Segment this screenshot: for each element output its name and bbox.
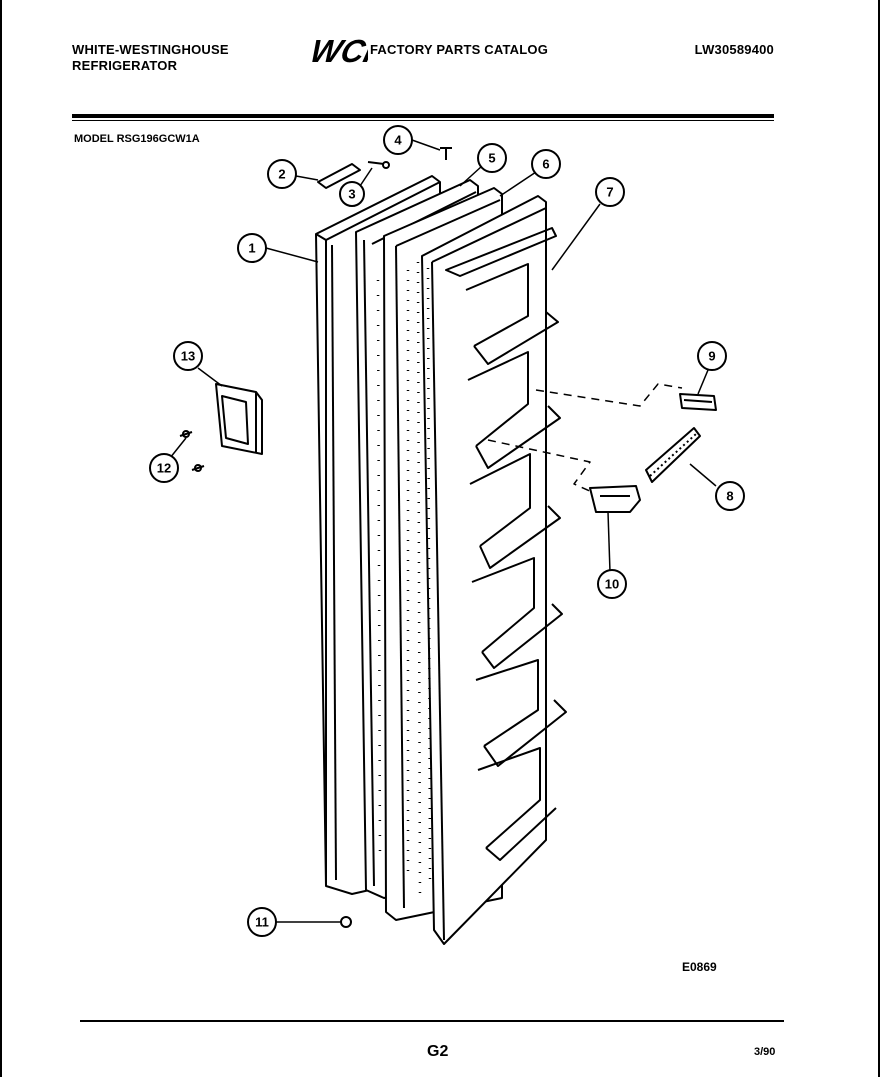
callout-7: 7 [595,177,625,207]
callout-3: 3 [339,181,365,207]
diagram-code: E0869 [682,960,717,974]
svg-text:8: 8 [726,489,733,504]
brand-block: WHITE-WESTINGHOUSE REFRIGERATOR [72,42,229,74]
assembly-lines [487,383,683,493]
callout-8: 8 [715,481,745,511]
callout-4: 4 [383,125,413,155]
page-number: G2 [427,1043,449,1060]
door-liner [421,195,567,945]
header-rule-thin [72,120,774,121]
svg-text:5: 5 [488,151,495,166]
top-trim [317,163,361,189]
svg-text:6: 6 [542,157,549,172]
insulation-texture [376,261,432,901]
svg-text:13: 13 [181,349,195,364]
svg-text:1: 1 [248,241,255,256]
svg-text:11: 11 [255,915,269,930]
callout-10: 10 [597,569,627,599]
svg-text:7: 7 [606,185,613,200]
screw-3 [367,161,390,169]
shelf-clip-10 [589,485,641,513]
wci-logo: WCI [307,33,368,66]
shelf-clip-9 [679,393,717,411]
callout-5: 5 [477,143,507,173]
svg-text:2: 2 [278,167,285,182]
revision-date: 3/90 [754,1046,776,1058]
svg-text:12: 12 [157,461,171,476]
catalog-number: LW30589400 [694,42,774,57]
shelf-bar-8 [645,427,701,483]
svg-text:10: 10 [605,577,619,592]
screw-4 [440,147,452,160]
callout-6: 6 [531,149,561,179]
callout-11: 11 [247,907,277,937]
header-rule [72,114,774,118]
footer-rule [80,1020,784,1022]
logo-text: WCI [307,33,368,66]
callout-2: 2 [267,159,297,189]
callout-9: 9 [697,341,727,371]
handle-bracket [215,383,263,455]
model-number: MODEL RSG196GCW1A [74,133,200,145]
plug-11 [340,916,352,928]
callout-1: 1 [237,233,267,263]
product-type: REFRIGERATOR [72,58,178,73]
callout-12: 12 [149,453,179,483]
leader-lines [169,139,717,923]
callout-13: 13 [173,341,203,371]
catalog-title: FACTORY PARTS CATALOG [370,42,549,57]
brand-name: WHITE-WESTINGHOUSE [72,42,229,57]
svg-text:9: 9 [708,349,715,364]
svg-text:3: 3 [348,187,355,202]
svg-text:4: 4 [394,133,402,148]
screws-12 [179,430,205,472]
